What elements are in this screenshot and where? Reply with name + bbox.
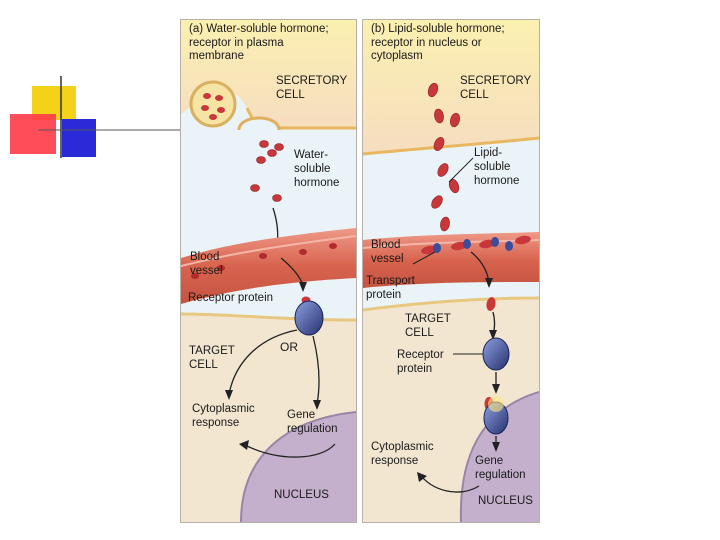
receptor-protein-label-a: Receptor protein [188,292,274,304]
panel-a-heading: (a) Water-soluble hormone; receptor in p… [189,23,329,62]
target-cell-label-a: TARGET CELL [189,345,235,371]
water-soluble-hormone-label: Water- soluble hormone [294,149,340,189]
arrow-gene-to-cytoplasm-b [420,475,480,493]
blood-vessel-label-b: Blood vessel [371,239,404,265]
receptor-protein-a [294,300,324,336]
receptor-protein-b [482,337,510,371]
deco-red-square [10,114,56,154]
nucleus-label-a: NUCLEUS [274,489,329,501]
blood-vessel-a [181,228,356,304]
target-cell-label-b: TARGET CELL [405,313,451,339]
hormones-in-vessel-a [191,243,337,279]
panel-b-heading: (b) Lipid-soluble hormone; receptor in n… [371,23,505,62]
secretory-cell-label-b: SECRETORY CELL [460,75,532,101]
cytoplasmic-response-label-b: Cytoplasmic response [371,441,434,467]
nucleus-a [241,412,356,522]
nucleus-b [460,392,539,522]
arrow-receptor-to-gene-a [312,335,320,405]
secretory-cell-a [181,20,356,128]
or-label: OR [280,340,298,354]
arrow-receptor-to-cytoplasm-a [228,329,298,395]
deco-blue-square [62,119,96,157]
arrow-gene-to-cytoplasm-a [246,443,336,458]
secretory-cell-b [363,20,539,154]
panel-water-soluble: (a) Water-soluble hormone; receptor in p… [180,19,357,523]
water-soluble-hormones [250,140,284,202]
receptor-protein-label-b: Receptor protein [397,349,444,375]
cytoplasmic-response-label-a: Cytoplasmic response [192,403,255,429]
lipid-soluble-hormone-label: Lipid- soluble hormone [474,147,520,187]
panel-b-illustration [363,20,539,522]
vesicle-hormones-a [201,93,225,120]
lipid-hormones-in-cell [427,82,461,151]
blood-vessel-label-a: Blood vessel [190,251,223,277]
gene-regulation-label-b: Gene regulation [475,455,526,481]
gene-regulation-label-a: Gene regulation [287,409,338,435]
decorative-squares [10,76,180,158]
secretory-cell-label-a: SECRETORY CELL [276,75,348,101]
nucleus-label-b: NUCLEUS [478,495,533,507]
panel-lipid-soluble: (b) Lipid-soluble hormone; receptor in n… [362,19,540,523]
vesicle-a [189,80,237,128]
exocytosis-vesicle-a [237,116,281,131]
transport-protein-label-b: Transport protein [366,275,415,301]
transport-proteins-b [421,235,531,255]
panel-a-illustration [181,20,356,522]
lipid-soluble-hormones [431,163,460,232]
